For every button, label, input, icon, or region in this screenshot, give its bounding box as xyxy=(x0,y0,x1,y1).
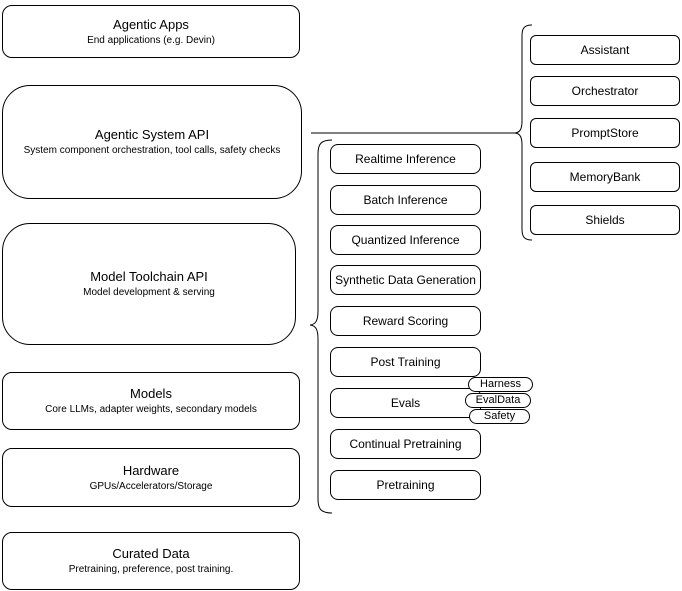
node-reward-scoring: Reward Scoring xyxy=(330,306,481,336)
node-hardware: Hardware GPUs/Accelerators/Storage xyxy=(2,448,300,507)
node-assistant: Assistant xyxy=(530,35,680,65)
node-models: Models Core LLMs, adapter weights, secon… xyxy=(2,372,300,430)
tag-label: EvalData xyxy=(475,394,521,406)
node-title: Models xyxy=(130,386,172,401)
node-pretraining: Pretraining xyxy=(330,470,481,500)
node-label: Realtime Inference xyxy=(355,152,456,166)
node-title: Model Toolchain API xyxy=(90,269,208,284)
node-shields: Shields xyxy=(530,205,680,235)
tag-safety: Safety xyxy=(469,409,530,424)
node-title: Agentic Apps xyxy=(113,16,189,32)
node-agentic-apps: Agentic Apps End applications (e.g. Devi… xyxy=(2,5,300,58)
tag-evaldata: EvalData xyxy=(465,393,531,408)
node-label: MemoryBank xyxy=(569,170,641,184)
node-subtitle: Model development & serving xyxy=(83,287,215,298)
node-quantized-inference: Quantized Inference xyxy=(330,225,481,255)
node-curated-data: Curated Data Pretraining, preference, po… xyxy=(2,532,300,590)
node-label: Orchestrator xyxy=(571,84,639,98)
node-label: Pretraining xyxy=(376,478,435,492)
tag-label: Safety xyxy=(483,410,516,422)
node-model-toolchain-api: Model Toolchain API Model development & … xyxy=(2,223,296,345)
node-subtitle: System component orchestration, tool cal… xyxy=(23,145,281,156)
node-label: Synthetic Data Generation xyxy=(335,273,476,287)
node-subtitle: Core LLMs, adapter weights, secondary mo… xyxy=(45,404,257,415)
node-label: Evals xyxy=(390,396,421,410)
node-title: Hardware xyxy=(122,462,180,478)
node-label: Batch Inference xyxy=(363,193,448,207)
node-subtitle: Pretraining, preference, post training. xyxy=(68,564,234,575)
node-synthetic-data-generation: Synthetic Data Generation xyxy=(330,265,481,295)
node-title: Agentic System API xyxy=(94,127,210,142)
node-memorybank: MemoryBank xyxy=(530,162,680,192)
node-subtitle: GPUs/Accelerators/Storage xyxy=(89,480,213,492)
node-continual-pretraining: Continual Pretraining xyxy=(330,429,481,459)
node-label: Continual Pretraining xyxy=(349,437,462,451)
node-label: PromptStore xyxy=(571,126,639,140)
tag-label: Harness xyxy=(480,378,521,390)
node-label: Post Training xyxy=(370,355,441,369)
tag-harness: Harness xyxy=(468,377,533,392)
node-subtitle: End applications (e.g. Devin) xyxy=(87,34,215,46)
node-label: Reward Scoring xyxy=(362,314,449,328)
node-agentic-system-api: Agentic System API System component orch… xyxy=(2,85,302,199)
node-label: Assistant xyxy=(580,43,630,57)
node-realtime-inference: Realtime Inference xyxy=(330,144,481,174)
node-label: Quantized Inference xyxy=(351,233,460,247)
node-orchestrator: Orchestrator xyxy=(530,76,680,106)
toolchain-brace xyxy=(309,139,333,514)
node-title: Curated Data xyxy=(112,546,190,561)
node-promptstore: PromptStore xyxy=(530,118,680,148)
node-label: Shields xyxy=(585,213,625,227)
node-batch-inference: Batch Inference xyxy=(330,185,481,215)
node-post-training: Post Training xyxy=(330,347,481,377)
node-evals: Evals xyxy=(330,388,481,418)
